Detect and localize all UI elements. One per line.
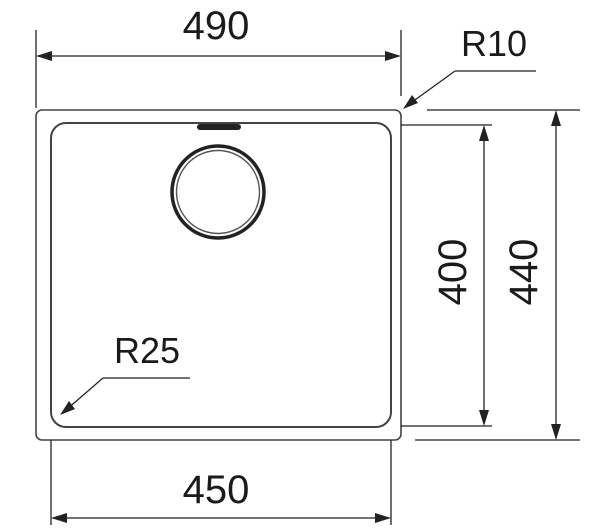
overall-depth-label: 440 (502, 239, 546, 306)
bowl-depth-label: 400 (431, 239, 475, 306)
bowl-depth-dimension: 400 (401, 124, 492, 427)
outer-radius-callout: R10 (403, 23, 536, 109)
bowl-width-dimension: 450 (50, 440, 392, 525)
inner-radius-label: R25 (114, 330, 180, 371)
bowl-inner-outline (50, 122, 392, 428)
bowl-width-label: 450 (183, 468, 250, 512)
overall-depth-dimension: 440 (415, 109, 580, 441)
sink-outer-outline (35, 109, 402, 441)
outer-radius-label: R10 (461, 23, 527, 64)
inner-radius-callout: R25 (60, 330, 190, 415)
overall-width-label: 490 (183, 4, 250, 48)
overflow-slot (197, 124, 241, 130)
drain-icon (170, 144, 266, 240)
overall-width-dimension: 490 (35, 4, 402, 108)
